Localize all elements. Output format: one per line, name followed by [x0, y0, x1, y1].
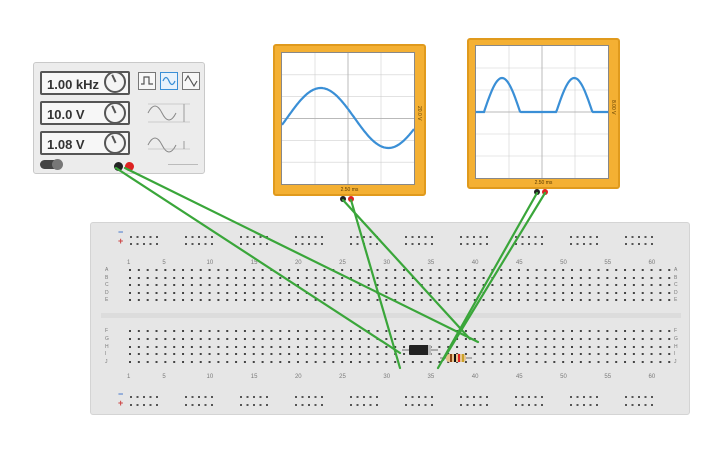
frequency-knob[interactable]: [104, 71, 126, 93]
row-label: E: [105, 297, 109, 303]
column-label-top: 55: [604, 260, 612, 266]
oscilloscope-1-time-label: 2.50 ms: [340, 187, 359, 193]
oscilloscope-1-trace: [281, 53, 415, 184]
oscilloscope-2-probe-negative[interactable]: [534, 189, 540, 195]
square-wave-icon: [141, 76, 153, 85]
row-label: H: [105, 344, 109, 350]
row-label: G: [674, 336, 678, 342]
column-label-bottom: 5: [162, 374, 166, 380]
row-label: G: [105, 336, 109, 342]
row-label: I: [105, 351, 107, 357]
row-label: B: [674, 275, 678, 281]
row-label: B: [105, 275, 109, 281]
column-label-top: 20: [294, 260, 302, 266]
column-label-bottom: 10: [206, 374, 214, 380]
row-label: D: [674, 290, 678, 296]
oscilloscope-2-volts-label: 8.00 V: [610, 100, 616, 115]
row-label: F: [105, 328, 109, 334]
row-label: C: [105, 282, 109, 288]
column-label-bottom: 50: [560, 374, 567, 380]
amplitude-diagram: [147, 103, 190, 123]
column-label-bottom: 25: [339, 374, 346, 380]
row-label: H: [674, 344, 678, 350]
oscilloscope-2: 8.00 V 2.50 ms: [467, 38, 620, 189]
oscilloscope-1-screen: [281, 52, 415, 185]
column-label-top: 10: [206, 260, 214, 266]
column-label-bottom: 45: [515, 374, 523, 380]
oscilloscope-2-trace: [476, 46, 608, 178]
row-label: A: [105, 267, 109, 273]
function-generator: 1.00 kHz 10.0 V 1.08 V: [33, 62, 205, 174]
label-strip: [168, 164, 198, 170]
row-label: A: [674, 267, 678, 273]
column-label-bottom: 20: [294, 374, 302, 380]
column-label-top: 60: [648, 260, 656, 266]
oscilloscope-1: 20.0 V 2.50 ms: [273, 44, 426, 196]
column-label-top: 35: [427, 260, 435, 266]
power-switch[interactable]: [40, 159, 63, 170]
column-label-bottom: 30: [383, 374, 391, 380]
oscilloscope-1-volts-label: 20.0 V: [416, 106, 422, 121]
column-label-top: 15: [250, 260, 258, 266]
column-label-top: 40: [471, 260, 479, 266]
oscilloscope-2-time-label: 2.50 ms: [534, 180, 553, 186]
column-label-top: 50: [560, 260, 567, 266]
sine-wave-icon: [162, 76, 176, 86]
offset-diagram: [147, 137, 190, 153]
sine-wave-button[interactable]: [160, 72, 178, 90]
column-label-bottom: 15: [250, 374, 258, 380]
column-label-top: 1: [127, 260, 131, 266]
column-label-bottom: 1: [127, 374, 131, 380]
triangle-wave-icon: [184, 74, 198, 88]
row-label: I: [674, 351, 676, 357]
offset-knob[interactable]: [104, 132, 126, 154]
breadboard-holes: [101, 236, 681, 406]
oscilloscope-1-probe-negative[interactable]: [340, 196, 346, 202]
oscilloscope-2-probe-positive[interactable]: [542, 189, 548, 195]
column-label-top: 25: [339, 260, 346, 266]
row-label: C: [674, 282, 678, 288]
row-label: J: [105, 359, 108, 365]
column-label-bottom: 35: [427, 374, 435, 380]
square-wave-button[interactable]: [138, 72, 156, 90]
row-label: F: [674, 328, 678, 334]
column-label-bottom: 60: [648, 374, 656, 380]
bottom-rail-plus-sign: +: [118, 398, 124, 408]
column-label-top: 30: [383, 260, 391, 266]
oscilloscope-2-screen: [475, 45, 609, 179]
column-label-top: 45: [515, 260, 523, 266]
oscilloscope-1-probe-positive[interactable]: [348, 196, 354, 202]
row-label: E: [674, 297, 678, 303]
column-label-bottom: 55: [604, 374, 612, 380]
column-label-top: 5: [162, 260, 166, 266]
triangle-wave-button[interactable]: [182, 72, 200, 90]
row-label: J: [674, 359, 677, 365]
column-label-bottom: 40: [471, 374, 479, 380]
ground-terminal[interactable]: [114, 162, 123, 171]
row-label: D: [105, 290, 109, 296]
output-positive-terminal[interactable]: [125, 162, 134, 171]
bottom-rail-minus-sign: −: [118, 389, 124, 399]
amplitude-knob[interactable]: [104, 102, 126, 124]
